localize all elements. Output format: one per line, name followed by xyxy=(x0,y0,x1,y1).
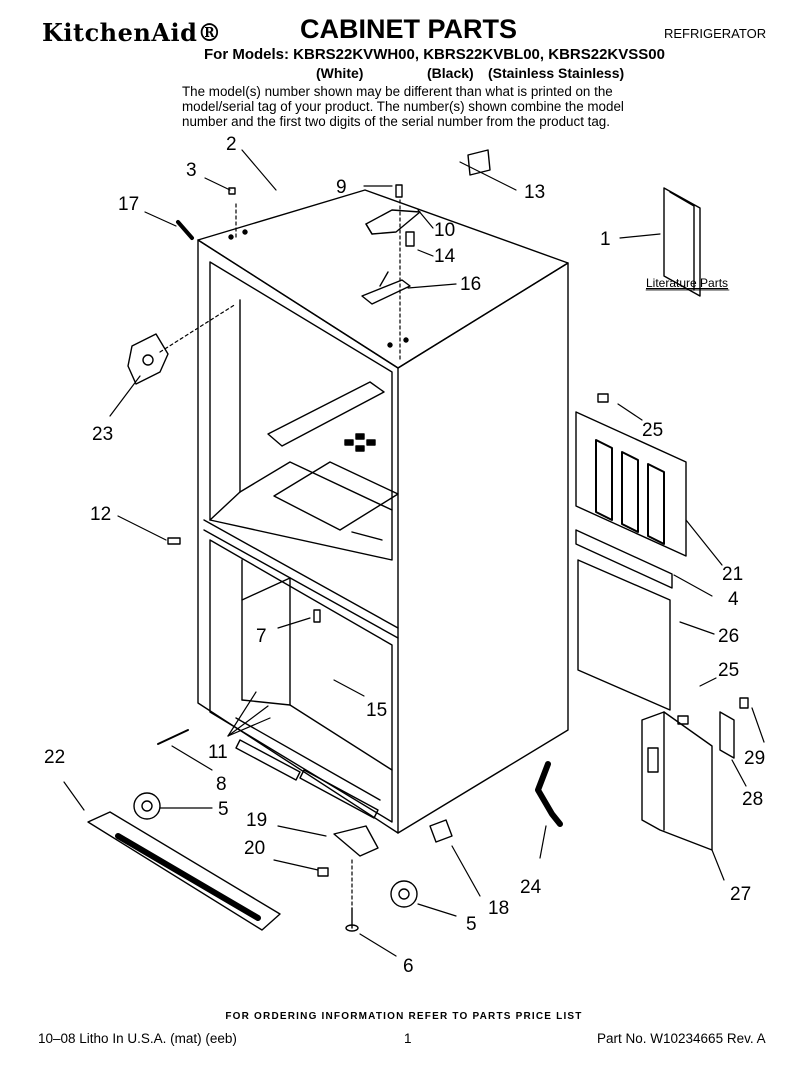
gasket-strip xyxy=(575,529,673,589)
literature-booklet xyxy=(663,187,701,297)
callout-1: 1 xyxy=(600,229,611,250)
leveling-leg xyxy=(345,907,359,932)
callout-10: 10 xyxy=(434,220,455,241)
callout-3: 3 xyxy=(186,160,197,181)
literature-parts-label: Literature Parts xyxy=(646,276,728,290)
part-number: Part No. W10234665 Rev. A xyxy=(597,1031,766,1046)
callout-18: 18 xyxy=(488,898,509,919)
callout-5: 5 xyxy=(218,799,229,820)
callout-5b: 5 xyxy=(466,914,477,935)
leader-lines xyxy=(63,149,765,957)
rear-caster xyxy=(390,880,418,908)
model-note-line: number and the first two digits of the s… xyxy=(182,114,610,129)
top-hinge xyxy=(361,184,421,305)
callout-25: 25 xyxy=(642,420,663,441)
callout-13: 13 xyxy=(524,182,545,203)
tube-clip xyxy=(429,819,453,843)
model-note: The model(s) number shown may be differe… xyxy=(182,84,652,129)
callout-6: 6 xyxy=(403,956,414,977)
callout-17: 17 xyxy=(118,194,139,215)
rear-access-cover xyxy=(575,411,687,557)
callout-26: 26 xyxy=(718,626,739,647)
leveling-bracket xyxy=(333,825,379,857)
callout-23: 23 xyxy=(92,424,113,445)
callout-25b: 25 xyxy=(718,660,739,681)
callout-8: 8 xyxy=(216,774,227,795)
model-list: For Models: KBRS22KVWH00, KBRS22KVBL00, … xyxy=(204,46,665,63)
tag-part xyxy=(467,149,491,176)
drain-hose xyxy=(535,761,563,827)
callout-14: 14 xyxy=(434,246,456,267)
drain-tube xyxy=(176,220,194,240)
callout-15: 15 xyxy=(366,700,387,721)
callout-4: 4 xyxy=(728,589,739,610)
callout-19: 19 xyxy=(246,810,267,831)
page-title: CABINET PARTS xyxy=(300,14,518,44)
control-module xyxy=(127,333,169,385)
screws xyxy=(157,187,749,877)
callout-28: 28 xyxy=(742,789,763,810)
cabinet-body xyxy=(197,189,569,834)
ordering-info: FOR ORDERING INFORMATION REFER TO PARTS … xyxy=(225,1011,583,1022)
finish-white: (White) xyxy=(316,65,364,81)
callout-24: 24 xyxy=(520,877,542,898)
callout-27: 27 xyxy=(730,884,751,905)
insulation-panel xyxy=(577,559,671,711)
model-note-line: model/serial tag of your product. The nu… xyxy=(182,99,624,114)
finish-black: (Black) xyxy=(427,65,474,81)
finish-stainless: (Stainless Stainless) xyxy=(488,65,625,81)
callout-12: 12 xyxy=(90,504,111,525)
front-caster xyxy=(133,792,161,820)
page-number: 1 xyxy=(404,1031,412,1046)
callout-29: 29 xyxy=(744,748,765,769)
model-note-line: The model(s) number shown may be differe… xyxy=(182,84,613,99)
callout-20: 20 xyxy=(244,838,265,859)
callout-2: 2 xyxy=(226,134,237,155)
electrical-box xyxy=(641,711,735,851)
toe-grille xyxy=(87,811,281,931)
product-category: REFRIGERATOR xyxy=(664,26,767,41)
callout-7: 7 xyxy=(256,626,267,647)
litho-info: 10–08 Litho In U.S.A. (mat) (eeb) xyxy=(38,1031,237,1046)
brand-logo: KitchenAid® xyxy=(42,18,222,47)
callout-9: 9 xyxy=(336,177,347,198)
callout-16: 16 xyxy=(460,274,481,295)
callout-21: 21 xyxy=(722,564,743,585)
callout-22: 22 xyxy=(44,747,65,768)
callout-11: 11 xyxy=(208,742,228,763)
